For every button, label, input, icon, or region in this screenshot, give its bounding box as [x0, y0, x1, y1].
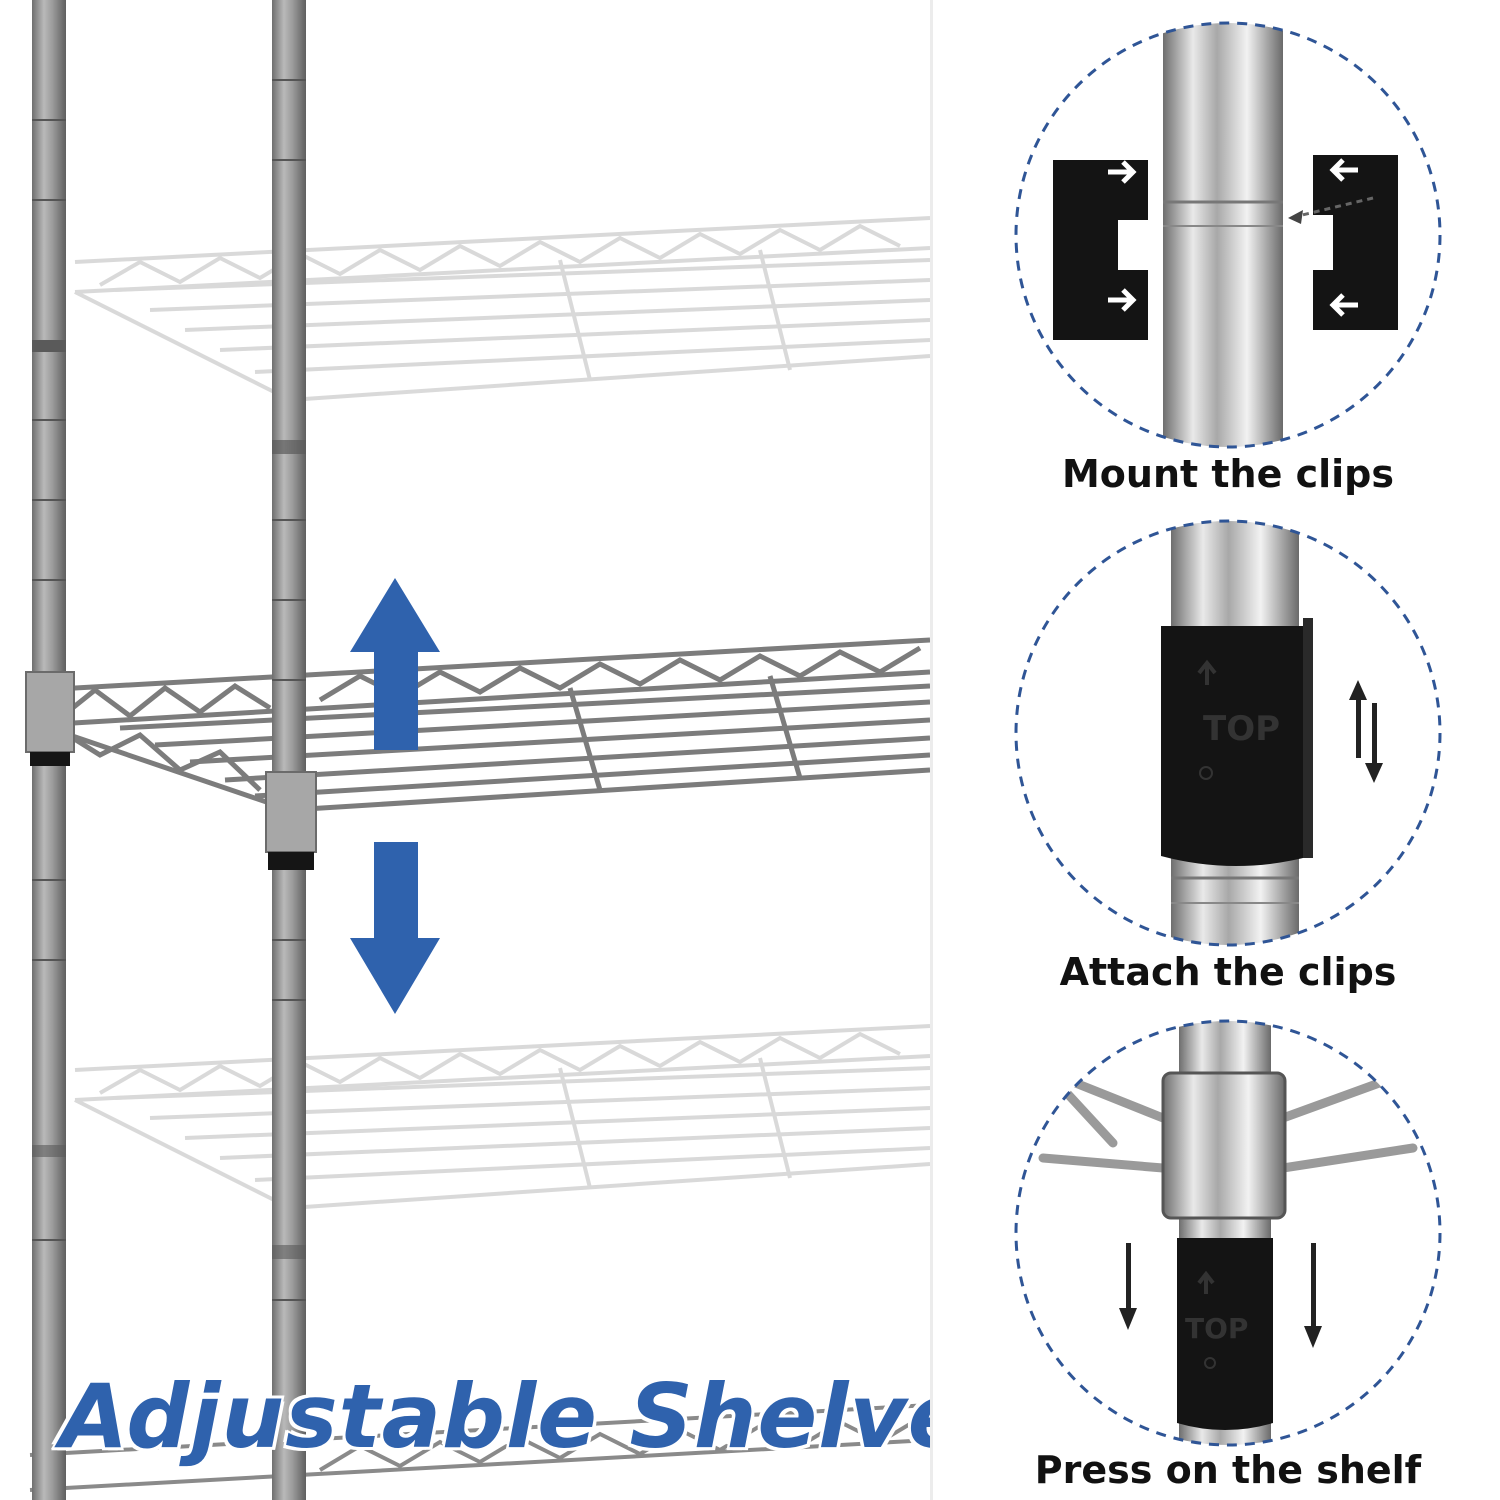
step-label: Press on the shelf — [1034, 1448, 1422, 1492]
clip-top-text: TOP — [1185, 1312, 1248, 1345]
arrow-up-icon — [350, 578, 440, 750]
shelf-illustration-panel: Adjustable Shelves — [25, 0, 930, 1500]
upper-shelf-faded — [74, 216, 930, 402]
arrow-down-icon — [350, 842, 440, 1014]
lower-shelf-faded — [74, 1024, 930, 1210]
step-label: Mount the clips — [1061, 452, 1395, 496]
left-pole — [25, 0, 75, 1500]
headline: Adjustable Shelves — [58, 1363, 930, 1470]
clip-attach-icon: TOP — [1014, 519, 1442, 947]
bottom-shelf — [29, 1403, 930, 1492]
step-attach-clips: TOP Attach the clips — [1013, 518, 1443, 998]
adjustable-shelf — [39, 637, 930, 813]
wire-shelving-illustration — [25, 0, 930, 1500]
step-label: Attach the clips — [1059, 950, 1397, 994]
step-press-shelf: TOP Press on the shelf — [1013, 1018, 1443, 1500]
panel-divider — [930, 0, 933, 1500]
step-mount-clips: Mount the clips — [1013, 20, 1443, 500]
clip-mount-icon — [1014, 21, 1442, 449]
right-pole — [265, 0, 317, 1500]
shelf-press-icon: TOP — [1014, 1019, 1442, 1447]
clip-top-text: TOP — [1203, 709, 1280, 749]
